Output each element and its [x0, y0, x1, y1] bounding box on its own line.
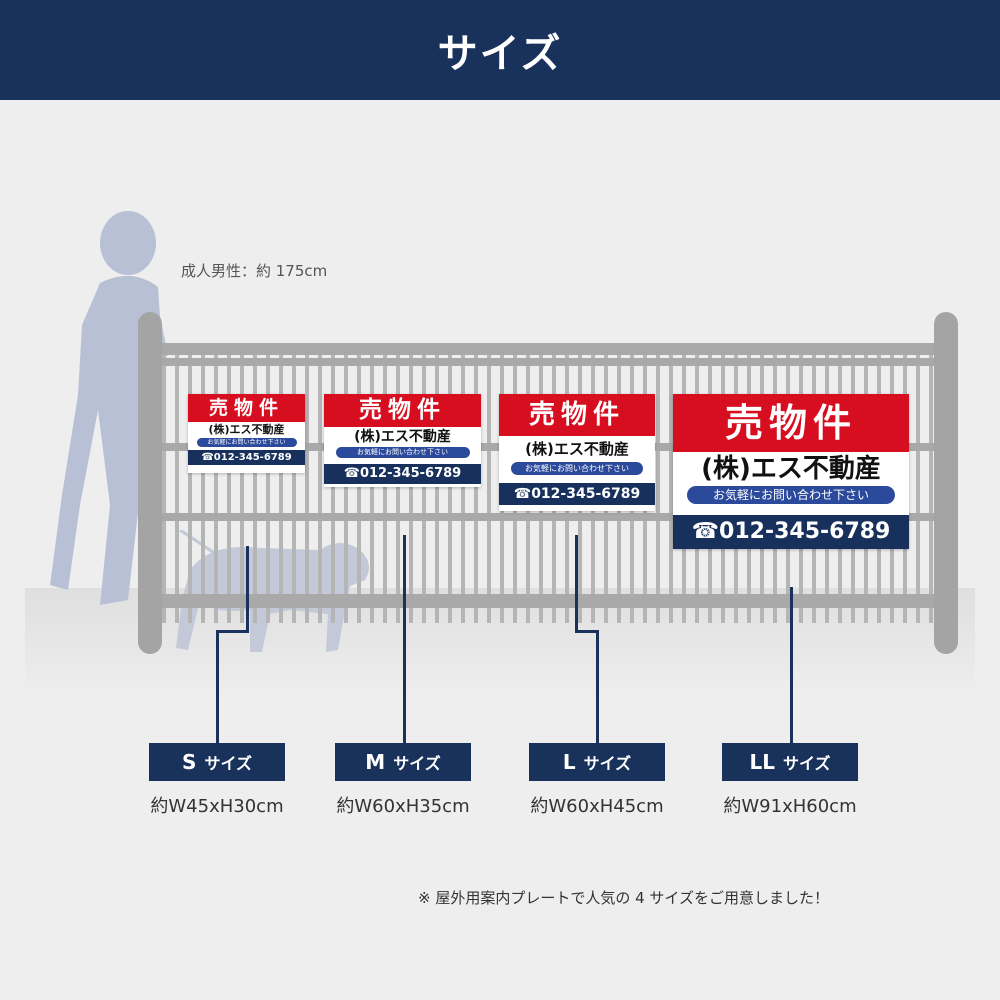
size-dims-s: 約W45xH30cm — [150, 796, 284, 817]
size-letter: LL — [749, 750, 775, 774]
fence-post — [138, 312, 162, 654]
sign-ll: 売物件 (株)エス不動産 お気軽にお問い合わせ下さい ☎012-345-6789 — [673, 394, 909, 549]
sign-contact: お気軽にお問い合わせ下さい — [687, 486, 895, 504]
sign-l: 売物件 (株)エス不動産 お気軽にお問い合わせ下さい ☎012-345-6789 — [499, 394, 655, 511]
size-dims-l: 約W60xH45cm — [530, 796, 664, 817]
header-bar: サイズ — [0, 0, 1000, 100]
size-badge-ll: LL サイズ — [722, 743, 858, 781]
sign-title: 売物件 — [324, 394, 481, 427]
person-height-note: 成人男性：約 175cm — [181, 262, 328, 280]
page-title: サイズ — [437, 31, 563, 77]
sign-phone: ☎012-345-6789 — [673, 515, 909, 549]
sign-contact: お気軽にお問い合わせ下さい — [511, 462, 643, 475]
sign-company: (株)エス不動産 — [208, 423, 285, 436]
sign-m: 売物件 (株)エス不動産 お気軽にお問い合わせ下さい ☎012-345-6789 — [324, 394, 481, 487]
sign-phone: ☎012-345-6789 — [499, 483, 655, 505]
size-dims-m: 約W60xH35cm — [336, 796, 470, 817]
footnote: ※ 屋外用案内プレートで人気の 4 サイズをご用意しました！ — [418, 889, 829, 907]
size-badge-m: M サイズ — [335, 743, 471, 781]
size-word: サイズ — [583, 754, 632, 773]
size-letter: S — [182, 750, 197, 774]
size-letter: M — [365, 750, 386, 774]
sign-company: (株)エス不動産 — [701, 454, 881, 484]
size-word: サイズ — [204, 754, 252, 773]
sign-phone: ☎012-345-6789 — [324, 464, 481, 484]
size-badge-s: S サイズ — [149, 743, 285, 781]
size-word: サイズ — [782, 754, 831, 773]
sign-s: 売物件 (株)エス不動産 お気軽にお問い合わせ下さい ☎012-345-6789 — [188, 394, 305, 473]
sign-title: 売物件 — [499, 394, 655, 436]
fence-rail — [150, 358, 940, 366]
sign-phone: ☎012-345-6789 — [188, 450, 305, 465]
size-dims-ll: 約W91xH60cm — [723, 796, 857, 817]
fence-post — [934, 312, 958, 654]
size-letter: L — [562, 750, 576, 774]
sign-contact: お気軽にお問い合わせ下さい — [335, 447, 470, 458]
fence-rail — [150, 513, 940, 521]
fence-rail — [150, 594, 940, 608]
size-word: サイズ — [393, 754, 441, 773]
sign-company: (株)エス不動産 — [354, 429, 451, 445]
fence-rail — [150, 343, 940, 355]
sign-title: 売物件 — [673, 394, 909, 452]
sign-company: (株)エス不動産 — [525, 440, 629, 458]
sign-title: 売物件 — [188, 394, 305, 422]
sign-contact: お気軽にお問い合わせ下さい — [196, 438, 297, 447]
size-badge-l: L サイズ — [529, 743, 665, 781]
